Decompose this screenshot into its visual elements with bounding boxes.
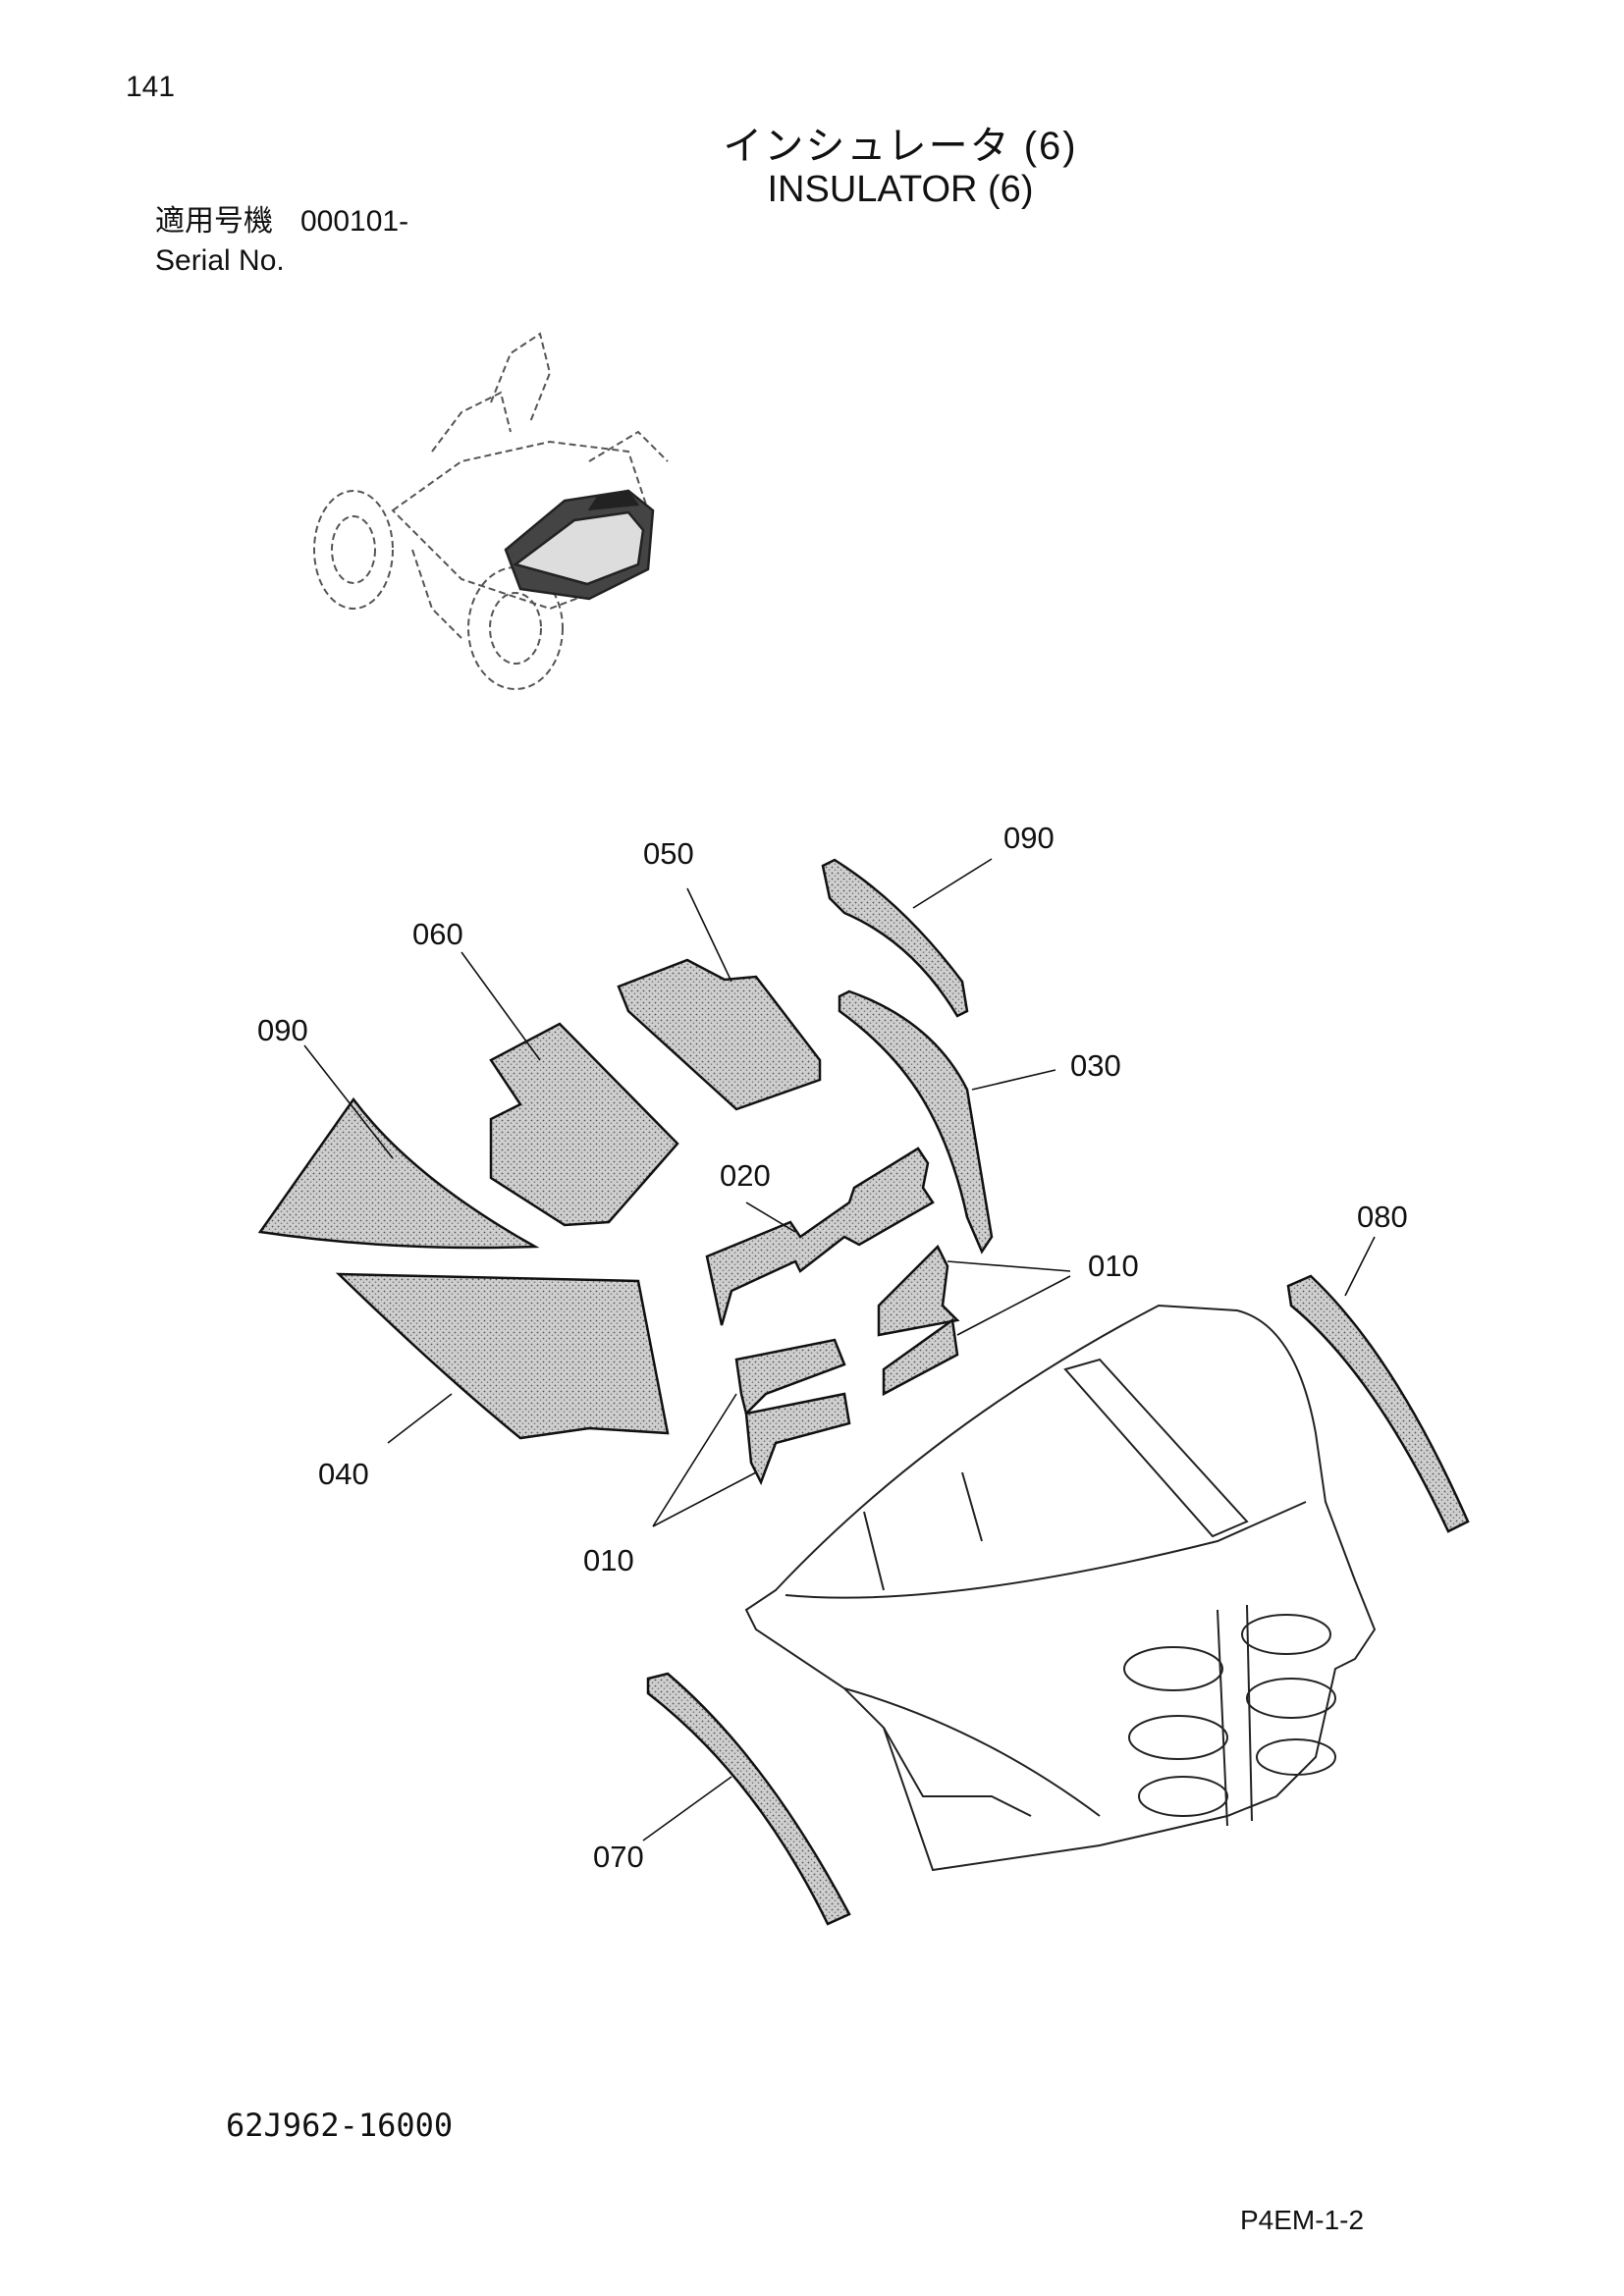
leader-lines <box>303 858 1376 1842</box>
hood-outline <box>744 1304 1377 1872</box>
serial-label-jp: 適用号機 <box>155 205 273 238</box>
tractor-hood-highlight <box>504 489 655 601</box>
part-label-040: 040 <box>318 1457 369 1491</box>
part-080-shape <box>1286 1274 1470 1533</box>
part-label-060: 060 <box>412 917 463 951</box>
serial-label-en: Serial No. <box>155 244 285 277</box>
part-030-shape <box>838 989 994 1255</box>
part-label-070: 070 <box>593 1840 644 1874</box>
part-label-090-left: 090 <box>257 1013 308 1047</box>
part-label-010-left: 010 <box>583 1543 634 1577</box>
page-title-en: INSULATOR (6) <box>767 169 1034 210</box>
part-label-090-upper: 090 <box>1003 821 1055 855</box>
part-020-shape <box>705 1147 935 1326</box>
part-090-upper-shape <box>821 858 969 1018</box>
part-010-left-bottom-shape <box>744 1392 851 1486</box>
part-070-shape <box>646 1672 851 1926</box>
part-010-left-top-shape <box>734 1338 846 1416</box>
serial-info: 適用号機 000101- Serial No. <box>155 202 436 281</box>
part-label-080: 080 <box>1357 1200 1408 1234</box>
part-050-shape <box>617 958 822 1111</box>
part-010-right-bottom-shape <box>882 1317 959 1397</box>
part-label-020: 020 <box>720 1158 771 1193</box>
page-number: 141 <box>126 71 176 103</box>
part-label-010-right: 010 <box>1088 1249 1139 1283</box>
serial-value: 000101- <box>300 205 409 238</box>
sheet-code: P4EM-1-2 <box>1240 2205 1365 2235</box>
part-label-030: 030 <box>1070 1048 1121 1083</box>
document-number: 62J962-16000 <box>226 2107 454 2144</box>
part-060-shape <box>489 1022 679 1227</box>
part-040-shape <box>335 1272 670 1440</box>
part-090-left-shape <box>257 1096 540 1250</box>
page-title-jp: インシュレータ (6) <box>723 125 1078 168</box>
part-label-050: 050 <box>643 836 694 871</box>
part-010-right-top-shape <box>877 1244 960 1337</box>
